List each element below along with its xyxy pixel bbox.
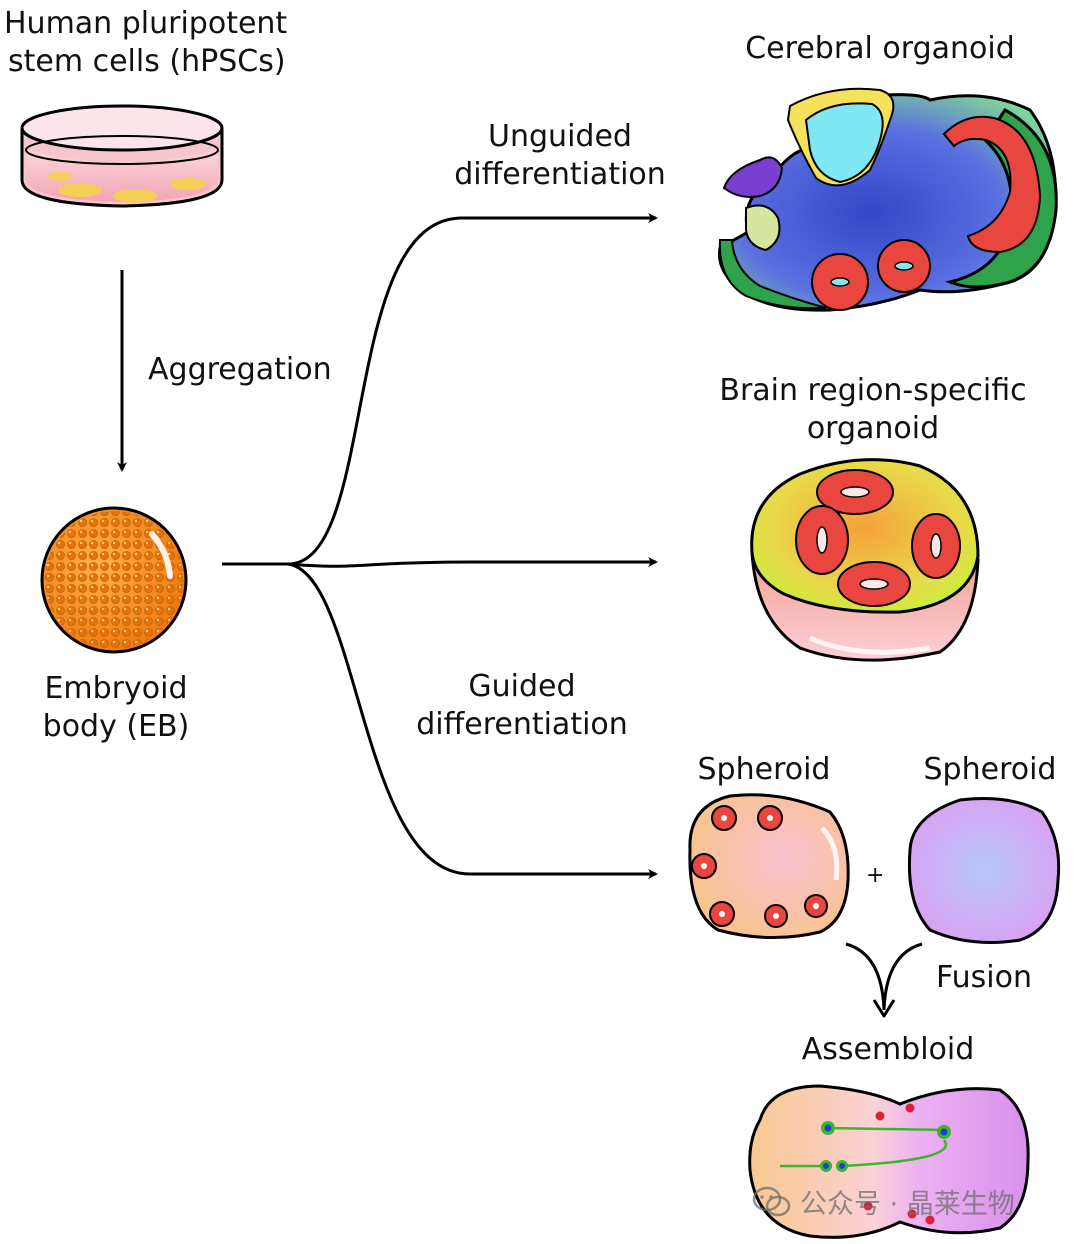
petri-dish <box>20 104 224 208</box>
cerebral-organoid <box>717 87 1058 312</box>
hpsc-label-line2: stem cells (hPSCs) <box>8 44 286 79</box>
watermark-text: 公众号 · 晶莱生物 <box>800 1189 1015 1220</box>
brain-region-organoid <box>750 458 980 662</box>
brain-rosette <box>795 505 849 575</box>
spheroid-right <box>907 797 1061 944</box>
assembloid <box>748 1084 1030 1239</box>
cerebral-rosette <box>877 239 931 293</box>
brain-region-label-line2: organoid <box>806 411 940 446</box>
fusion-arrow <box>845 942 923 1018</box>
arrow-unguided <box>287 213 658 566</box>
eb-label-line1: Embryoid <box>44 671 188 706</box>
brain-region-label-line1: Brain region-specific <box>719 373 1027 408</box>
spheroid-left <box>688 793 850 940</box>
neuron-soma <box>820 1121 951 1172</box>
guided-label-line2: differentiation <box>416 707 628 742</box>
fusion-label: Fusion <box>936 960 1032 995</box>
eb-label-line2: body (EB) <box>42 709 190 744</box>
branch-arrows <box>222 213 658 879</box>
brain-rosette <box>816 469 894 515</box>
interneuron <box>863 1103 935 1225</box>
cerebral-rosette <box>811 253 869 311</box>
brain-rosette <box>837 561 911 607</box>
unguided-label-line2: differentiation <box>454 157 666 192</box>
cerebral-organoid-label: Cerebral organoid <box>745 31 1015 66</box>
spheroid-right-label: Spheroid <box>923 752 1057 787</box>
brain-rosette <box>911 513 961 579</box>
plus-sign: + <box>866 863 885 888</box>
guided-label-line1: Guided <box>468 669 576 704</box>
aggregation-label: Aggregation <box>148 352 332 387</box>
arrow-region-specific <box>287 557 658 568</box>
watermark: 公众号 · 晶莱生物 <box>752 1182 1015 1221</box>
embryoid-body <box>40 506 188 654</box>
spheroid-left-label: Spheroid <box>697 752 831 787</box>
unguided-label-line1: Unguided <box>488 119 632 154</box>
arrow-spheroid <box>287 562 658 879</box>
assembloid-label: Assembloid <box>801 1032 975 1067</box>
hpsc-label-line1: Human pluripotent <box>4 6 288 41</box>
wechat-icon <box>752 1186 791 1216</box>
